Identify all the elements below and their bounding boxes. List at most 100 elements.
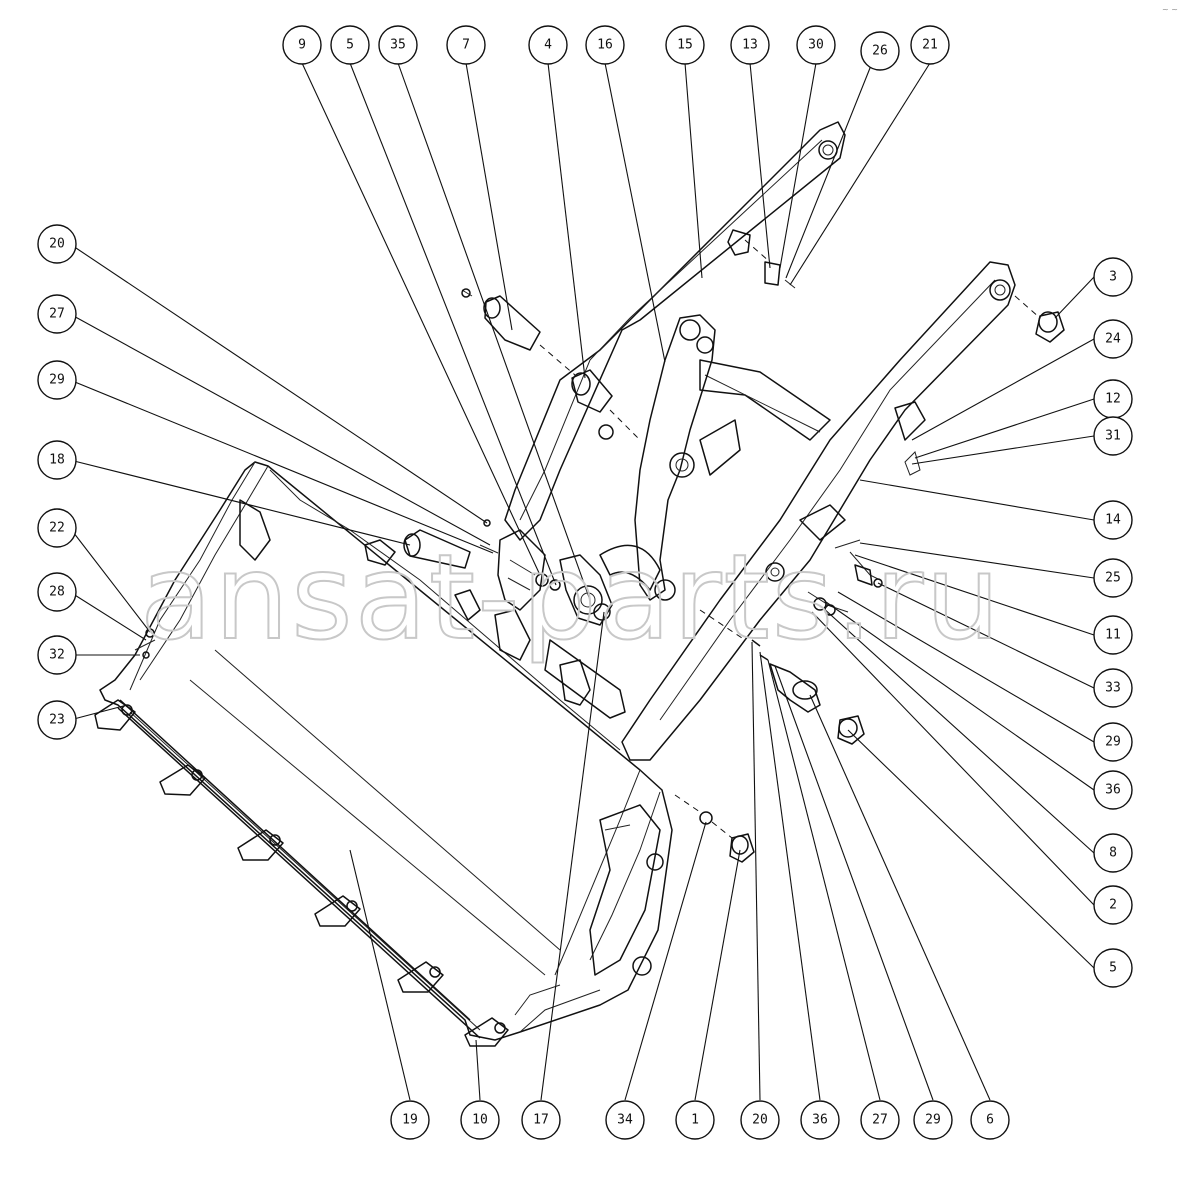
callout-circle bbox=[605, 1100, 645, 1140]
callout-number: 13 bbox=[742, 38, 758, 53]
callout-circle bbox=[37, 360, 77, 400]
callout-circle bbox=[37, 635, 77, 675]
callout-28: 28 bbox=[37, 572, 77, 612]
callout-number: 3 bbox=[1109, 270, 1117, 285]
callout-circle bbox=[460, 1100, 500, 1140]
right-lift-arm bbox=[621, 261, 1016, 761]
callout-number: 27 bbox=[49, 307, 65, 322]
callout-number: 17 bbox=[533, 1113, 549, 1128]
callout-21: 21 bbox=[910, 25, 950, 65]
bushing-1 bbox=[729, 833, 755, 863]
callout-circle bbox=[675, 1100, 715, 1140]
callout-circle bbox=[37, 700, 77, 740]
callout-circle bbox=[665, 25, 705, 65]
callout-36: 36 bbox=[800, 1100, 840, 1140]
pin-7 bbox=[484, 295, 541, 351]
callout-number: 18 bbox=[49, 453, 65, 468]
callout-number: 21 bbox=[922, 38, 938, 53]
callout-number: 5 bbox=[1109, 961, 1117, 976]
callout-circle bbox=[1093, 319, 1133, 359]
callout-19: 19 bbox=[390, 1100, 430, 1140]
corner-mark: ~ ~ bbox=[1162, 5, 1178, 14]
callout-number: 7 bbox=[462, 38, 470, 53]
callout-number: 6 bbox=[986, 1113, 994, 1128]
callout-number: 11 bbox=[1105, 628, 1121, 643]
callout-29: 29 bbox=[37, 360, 77, 400]
callout-number: 36 bbox=[812, 1113, 828, 1128]
callout-27: 27 bbox=[37, 294, 77, 334]
callout-number: 27 bbox=[872, 1113, 888, 1128]
callout-34: 34 bbox=[605, 1100, 645, 1140]
watermark: ansat-parts.ru bbox=[140, 528, 1002, 666]
callout-1: 1 bbox=[675, 1100, 715, 1140]
callout-circle bbox=[446, 25, 486, 65]
callout-number: 8 bbox=[1109, 846, 1117, 861]
callout-23: 23 bbox=[37, 700, 77, 740]
callout-circle bbox=[528, 25, 568, 65]
callout-number: 29 bbox=[49, 373, 65, 388]
callout-36: 36 bbox=[1093, 770, 1133, 810]
callout-35: 35 bbox=[378, 25, 418, 65]
callout-11: 11 bbox=[1093, 615, 1133, 655]
callout-5: 5 bbox=[330, 25, 370, 65]
cylinder-18 bbox=[404, 529, 471, 569]
callout-circle bbox=[1093, 416, 1133, 456]
callout-circle bbox=[800, 1100, 840, 1140]
callout-number: 12 bbox=[1105, 392, 1121, 407]
callout-18: 18 bbox=[37, 440, 77, 480]
callout-circle bbox=[390, 1100, 430, 1140]
callout-3: 3 bbox=[1093, 257, 1133, 297]
callout-circle bbox=[521, 1100, 561, 1140]
callout-circle bbox=[1093, 885, 1133, 925]
callout-circle bbox=[910, 25, 950, 65]
callout-circle bbox=[1093, 770, 1133, 810]
callout-circle bbox=[1093, 558, 1133, 598]
callout-circle bbox=[860, 1100, 900, 1140]
callout-number: 20 bbox=[752, 1113, 768, 1128]
callout-10: 10 bbox=[460, 1100, 500, 1140]
leader-lines bbox=[69, 62, 1095, 1101]
callout-circle bbox=[970, 1100, 1010, 1140]
callout-number: 9 bbox=[298, 38, 306, 53]
callout-circle bbox=[585, 25, 625, 65]
callout-circle bbox=[913, 1100, 953, 1140]
callout-number: 35 bbox=[390, 38, 406, 53]
callout-number: 32 bbox=[49, 648, 65, 663]
callout-20: 20 bbox=[740, 1100, 780, 1140]
callout-number: 36 bbox=[1105, 783, 1121, 798]
bucket-teeth bbox=[94, 699, 509, 1047]
callout-9: 9 bbox=[282, 25, 322, 65]
callout-15: 15 bbox=[665, 25, 705, 65]
callout-number: 28 bbox=[49, 585, 65, 600]
bushing-3 bbox=[1035, 311, 1065, 343]
callout-circle bbox=[1093, 833, 1133, 873]
callout-20: 20 bbox=[37, 224, 77, 264]
callout-number: 2 bbox=[1109, 898, 1117, 913]
callout-circle bbox=[1093, 500, 1133, 540]
callout-number: 33 bbox=[1105, 681, 1121, 696]
callout-number: 30 bbox=[808, 38, 824, 53]
callout-31: 31 bbox=[1093, 416, 1133, 456]
callout-circle bbox=[37, 224, 77, 264]
callout-4: 4 bbox=[528, 25, 568, 65]
callout-circle bbox=[796, 25, 836, 65]
coupler-bracket bbox=[497, 529, 546, 611]
callout-circle bbox=[1093, 722, 1133, 762]
callout-circle bbox=[37, 508, 77, 548]
callout-circle bbox=[860, 31, 900, 71]
callout-number: 29 bbox=[925, 1113, 941, 1128]
callout-number: 22 bbox=[49, 521, 65, 536]
left-lift-arm bbox=[504, 121, 846, 541]
callout-circle bbox=[740, 1100, 780, 1140]
callout-number: 14 bbox=[1105, 513, 1121, 528]
callout-number: 4 bbox=[544, 38, 552, 53]
callout-5: 5 bbox=[1093, 948, 1133, 988]
callout-17: 17 bbox=[521, 1100, 561, 1140]
callout-27: 27 bbox=[860, 1100, 900, 1140]
callout-29: 29 bbox=[1093, 722, 1133, 762]
callout-32: 32 bbox=[37, 635, 77, 675]
callout-25: 25 bbox=[1093, 558, 1133, 598]
callout-number: 1 bbox=[691, 1113, 699, 1128]
bucket bbox=[99, 461, 673, 1041]
